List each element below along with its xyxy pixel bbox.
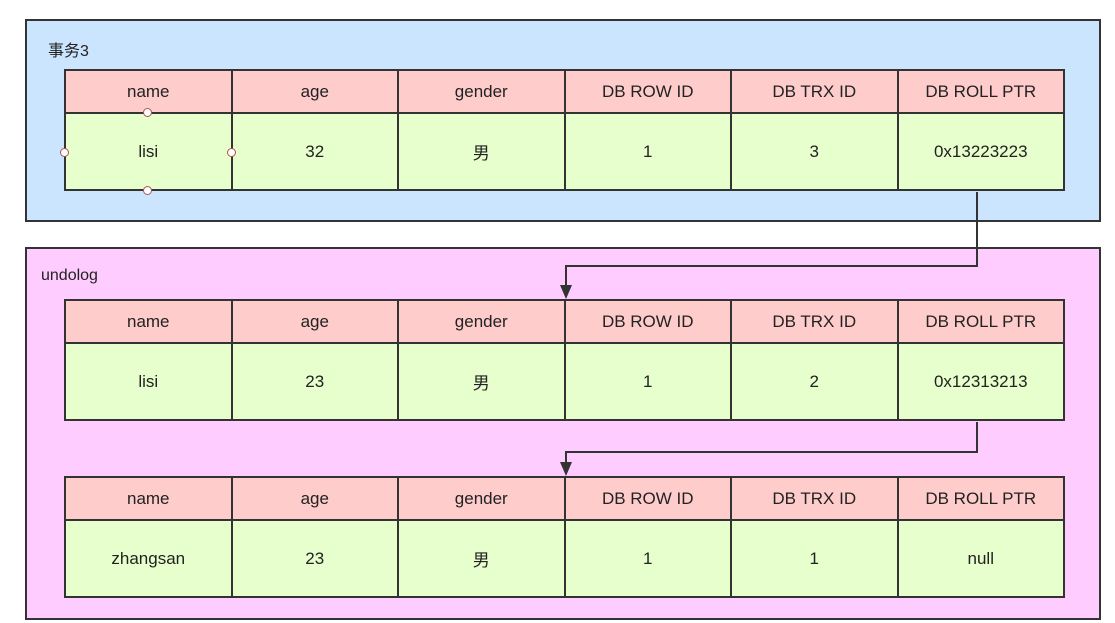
header-db-roll-ptr: DB ROLL PTR xyxy=(896,476,1065,521)
cell-name: zhangsan xyxy=(64,519,233,598)
header-db-trx-id: DB TRX ID xyxy=(730,299,899,344)
undolog-group-title: undolog xyxy=(41,267,98,284)
cell-gender: 男 xyxy=(397,519,566,598)
roll-ptr-arrow-1 xyxy=(565,192,978,286)
cell-db-roll-ptr: 0x13223223 xyxy=(896,112,1065,191)
header-age: age xyxy=(230,69,399,114)
header-db-roll-ptr: DB ROLL PTR xyxy=(896,69,1065,114)
selection-handle-left[interactable] xyxy=(60,148,69,157)
header-gender: gender xyxy=(397,476,566,521)
header-db-row-id: DB ROW ID xyxy=(563,299,732,344)
header-age: age xyxy=(230,476,399,521)
cell-db-trx-id: 3 xyxy=(730,112,899,191)
header-db-roll-ptr: DB ROLL PTR xyxy=(896,299,1065,344)
header-name: name xyxy=(64,299,233,344)
cell-db-trx-id: 2 xyxy=(730,342,899,421)
cell-db-row-id: 1 xyxy=(563,342,732,421)
selection-handle-top[interactable] xyxy=(143,108,152,117)
header-db-trx-id: DB TRX ID xyxy=(730,476,899,521)
cell-gender: 男 xyxy=(397,342,566,421)
header-gender: gender xyxy=(397,69,566,114)
cell-db-trx-id: 1 xyxy=(730,519,899,598)
cell-age: 23 xyxy=(230,519,399,598)
header-gender: gender xyxy=(397,299,566,344)
cell-name: lisi xyxy=(64,342,233,421)
undolog-record-table-2: name age gender DB ROW ID DB TRX ID DB R… xyxy=(64,476,1065,598)
header-name: name xyxy=(64,69,233,114)
roll-ptr-arrowhead-1 xyxy=(560,285,572,299)
transaction-group-title: 事务3 xyxy=(48,43,89,60)
cell-age: 23 xyxy=(230,342,399,421)
roll-ptr-arrowhead-2 xyxy=(560,462,572,476)
cell-db-roll-ptr: 0x12313213 xyxy=(896,342,1065,421)
cell-db-roll-ptr: null xyxy=(896,519,1065,598)
current-record-table: name age gender DB ROW ID DB TRX ID DB R… xyxy=(64,69,1065,191)
cell-db-row-id: 1 xyxy=(563,519,732,598)
cell-gender: 男 xyxy=(397,112,566,191)
cell-db-row-id: 1 xyxy=(563,112,732,191)
header-age: age xyxy=(230,299,399,344)
header-db-row-id: DB ROW ID xyxy=(563,69,732,114)
selection-handle-right[interactable] xyxy=(227,148,236,157)
cell-age: 32 xyxy=(230,112,399,191)
header-db-trx-id: DB TRX ID xyxy=(730,69,899,114)
roll-ptr-arrow-2 xyxy=(565,422,978,463)
header-db-row-id: DB ROW ID xyxy=(563,476,732,521)
selection-handle-bottom[interactable] xyxy=(143,186,152,195)
header-name: name xyxy=(64,476,233,521)
undolog-record-table-1: name age gender DB ROW ID DB TRX ID DB R… xyxy=(64,299,1065,421)
